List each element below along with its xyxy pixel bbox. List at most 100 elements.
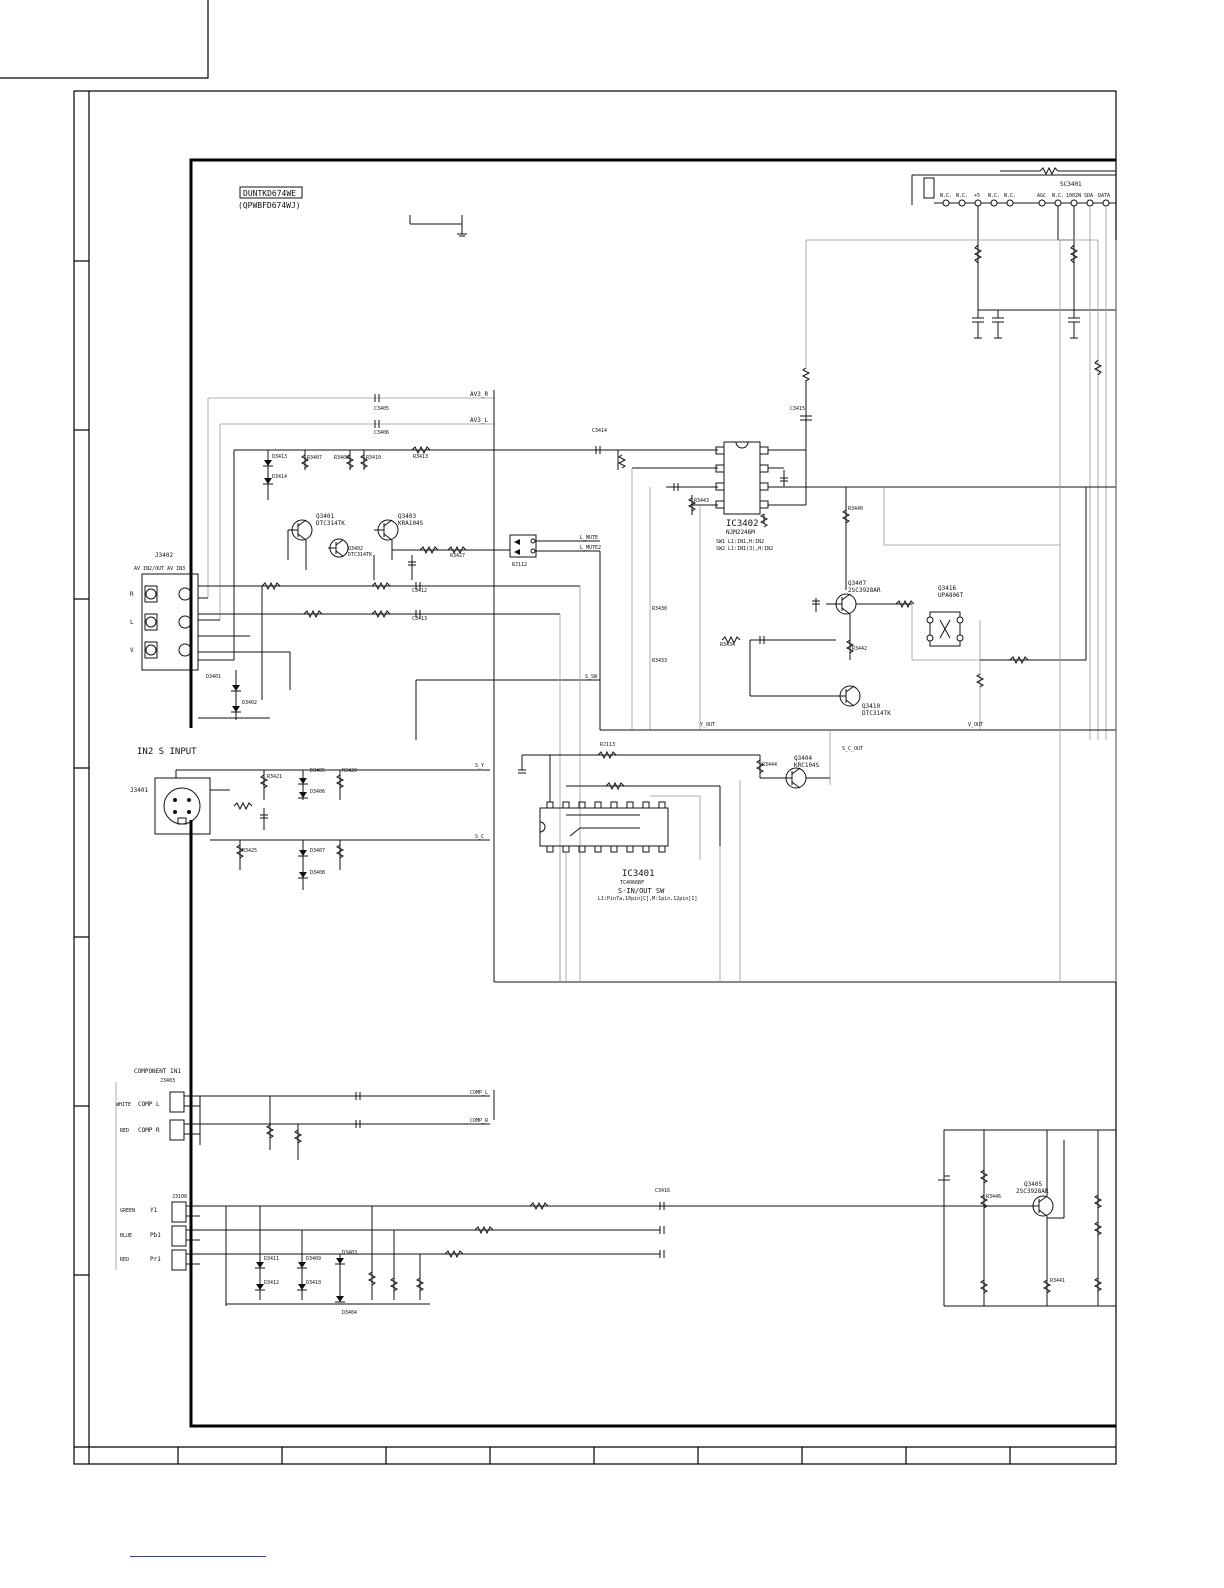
label-r3443: R3443 — [694, 498, 709, 504]
label-c3416: C3416 — [655, 1188, 670, 1194]
net-s-y: S_Y — [475, 763, 484, 769]
q3401-part: DTC314TK — [316, 520, 345, 527]
q3416-part: UPA806T — [938, 592, 964, 599]
q3402-part: DTC314TK — [348, 552, 372, 558]
net-comp-r: COMP_R — [470, 1118, 489, 1124]
net-s-sw: S_SW — [585, 674, 598, 680]
label-d3407: D3407 — [310, 848, 325, 854]
q3410-part: DTC314TK — [862, 710, 891, 717]
net-s-c: S_C — [475, 834, 484, 840]
net-s-c-out: S_C_OUT — [842, 746, 863, 752]
label-c3406: C3406 — [374, 430, 389, 436]
label-d3410: D3410 — [306, 1280, 321, 1286]
av-jack: J3402 AV IN2/OUT AV IN3 R L V — [130, 552, 600, 982]
pin-label-9: SDA — [1084, 193, 1093, 199]
ch-v: V — [130, 647, 134, 654]
comp-l-signal: COMP L — [138, 1101, 160, 1108]
q3416-ref: Q3416 — [938, 585, 956, 592]
comp-white-color: WHITE — [116, 1102, 131, 1108]
unit-code: DUNTKD674WE — [243, 189, 296, 198]
mute-transistors: Q3401 DTC314TK Q3402 DTC314TK Q3403 KRA1… — [287, 513, 510, 580]
label-r3420: R3420 — [342, 768, 357, 774]
label-r3407: R3407 — [307, 455, 322, 461]
net-av3-l: AV3_L — [470, 417, 488, 424]
jack-av-ref: J3402 — [155, 552, 173, 559]
label-r3410: R3410 — [366, 455, 381, 461]
comp-r-signal: COMP R — [138, 1127, 160, 1134]
ic3401: IC3401 TC4066BF S-IN/OUT SW L1:Pin7a,10p… — [518, 750, 830, 982]
component-labels: C3405 C3406 R3407 R3408 R3410 R3413 C341… — [206, 406, 1065, 1316]
ic3402-note1: SW1 L1:IN1,H:IN2 — [716, 539, 764, 545]
label-r3425: R3425 — [242, 848, 257, 854]
label-d3401: D3401 — [206, 674, 221, 680]
ic3401-part: TC4066BF — [620, 880, 644, 886]
top-connector-label: SC3401 — [1060, 181, 1082, 188]
ic3402-ref: IC3402 — [726, 519, 759, 529]
label-c3414: C3414 — [592, 428, 607, 434]
label-r3440: R3440 — [848, 506, 863, 512]
pin-label-4: N.C. — [988, 193, 1000, 199]
q3410-ref: Q3410 — [862, 703, 880, 710]
comp-pb1-signal: Pb1 — [150, 1232, 161, 1239]
label-d3408: D3408 — [310, 870, 325, 876]
page-link-underline — [130, 1556, 266, 1557]
q3407-part: 2SC3928AR — [848, 587, 881, 594]
component-audio: COMPONENT IN1 J3403 WHITE COMP L RED COM… — [115, 1068, 490, 1270]
label-d3413: D3413 — [272, 454, 287, 460]
main-signal-line — [233, 445, 718, 660]
av-in-label: AV IN2/OUT AV IN3 — [134, 566, 185, 572]
unit-label: DUNTKD674WE (QPWBFD674WJ) — [238, 186, 303, 210]
label-r3434: R3434 — [720, 642, 735, 648]
q3404-ref: Q3404 — [794, 755, 812, 762]
label-r3421: R3421 — [267, 774, 282, 780]
label-r3413: R3413 — [413, 454, 428, 460]
comp-y1-signal: Y1 — [150, 1207, 158, 1214]
comp-green-color: GREEN — [120, 1208, 135, 1214]
label-d3404: D3404 — [342, 1310, 357, 1316]
label-d3403: D3403 — [342, 1250, 357, 1256]
label-d3406: D3406 — [310, 789, 325, 795]
label-r3441: R3441 — [1050, 1278, 1065, 1284]
connector-pins: N.C. N.C. +5 N.C. N.C. AGC N.C. 1002N SD… — [940, 193, 1110, 207]
net-comp-l: COMP_L — [470, 1090, 488, 1096]
top-connector: SC3401 N.C. N.C. +5 N.C. N.C. AGC N.C. 1… — [911, 166, 1116, 740]
ch-l: L — [130, 619, 134, 626]
pin-label-6: AGC — [1037, 193, 1046, 199]
pin-label-8: 1002N — [1066, 193, 1081, 199]
q3401-ref: Q3401 — [316, 513, 334, 520]
label-r3430: R3430 — [652, 606, 667, 612]
label-d3414: D3414 — [272, 474, 287, 480]
label-d3409: D3409 — [306, 1256, 321, 1262]
label-rj111: RJ113 — [600, 742, 615, 748]
s-input-section: IN2 S INPUT J3401 S_Y S_C — [130, 747, 490, 890]
ic3402-note2: SW2 L1:IN1(3),H:IN2 — [716, 546, 773, 552]
q3404-part: KRC104S — [794, 762, 820, 769]
pin-label-2: N.C. — [956, 193, 968, 199]
label-c3412: C3412 — [412, 588, 427, 594]
pin-label-3: +5 — [974, 193, 980, 199]
ic3401-pins-bottom — [546, 845, 666, 853]
jack-comp-audio-ref: J3403 — [160, 1078, 175, 1084]
audio-bus-top: AV3_R AV3_L — [207, 390, 1116, 1120]
label-r3408: R3408 — [334, 455, 349, 461]
pin-label-1: N.C. — [940, 193, 952, 199]
ground-group-top — [409, 215, 467, 237]
ic3402: IC3402 NJM2246M SW1 L1:IN1,H:IN2 SW2 L1:… — [617, 239, 1116, 730]
net-l-mute: L_MUTE — [580, 535, 598, 541]
ic3401-ref: IC3401 — [622, 869, 655, 879]
component-video: J3100 GREEN Y1 BLUE Pb1 RED Pr1 — [120, 1194, 1034, 1306]
pin-label-10: DATA — [1098, 193, 1110, 199]
q3407-ref: Q3407 — [848, 580, 866, 587]
ch-r: R — [130, 591, 134, 598]
label-r3444: R3444 — [762, 762, 777, 768]
q3402-ref: Q3402 — [348, 546, 363, 552]
s-input-title: IN2 S INPUT — [137, 747, 197, 757]
label-c3413: C3413 — [412, 616, 427, 622]
lower-net-labels: S_C_OUT Y_OUT V_OUT — [700, 240, 1117, 982]
ic3401-note: L1:Pin7a,10pin[C],M:1pin,12pin[1] — [598, 896, 697, 902]
comp-red-video-color: RED — [120, 1257, 129, 1263]
label-c3405: C3405 — [374, 406, 389, 412]
vr3104-label: RJ112 — [512, 562, 527, 568]
